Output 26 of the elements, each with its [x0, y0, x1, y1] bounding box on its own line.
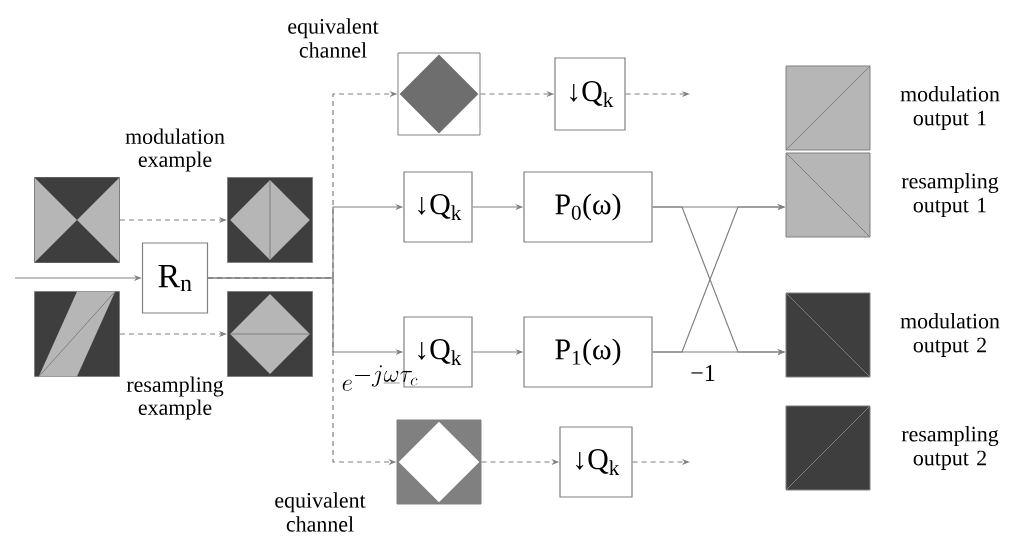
edge-label: −1 [691, 365, 715, 381]
pattern-drawing [396, 419, 482, 505]
block-box: P$_{0}$(ω) [523, 171, 653, 243]
block-box: ↓Q$_{k}$ [559, 426, 633, 498]
pattern-drawing [34, 177, 120, 263]
pattern-drawing [785, 65, 871, 151]
pattern-drawing [227, 177, 313, 263]
example-label: resampling example [126, 376, 224, 420]
pattern-drawing [397, 52, 481, 136]
block-box: R$_{n}$ [141, 242, 209, 314]
pattern-drawing [785, 152, 871, 238]
side-label: equivalent channel [275, 492, 366, 532]
side-label: resampling output 1 [901, 173, 999, 217]
pattern-drawing [785, 292, 871, 378]
block-box: ↓Q$_{k}$ [403, 171, 473, 243]
block-box: P$_{1}$(ω) [523, 316, 653, 388]
formula: $e^{-j\underline{\omega}\tau_{c}}$ [342, 365, 418, 391]
side-label: modulation output 1 [900, 86, 1000, 130]
pattern-drawing [227, 291, 313, 377]
pattern-drawing [785, 405, 871, 491]
example-label: modulation example [125, 128, 225, 172]
block-box: ↓Q$_{k}$ [554, 57, 626, 131]
side-label: equivalent channel [288, 18, 379, 58]
pattern-drawing [34, 291, 120, 377]
side-label: resampling output 2 [901, 426, 999, 470]
side-label: modulation output 2 [900, 313, 1000, 357]
